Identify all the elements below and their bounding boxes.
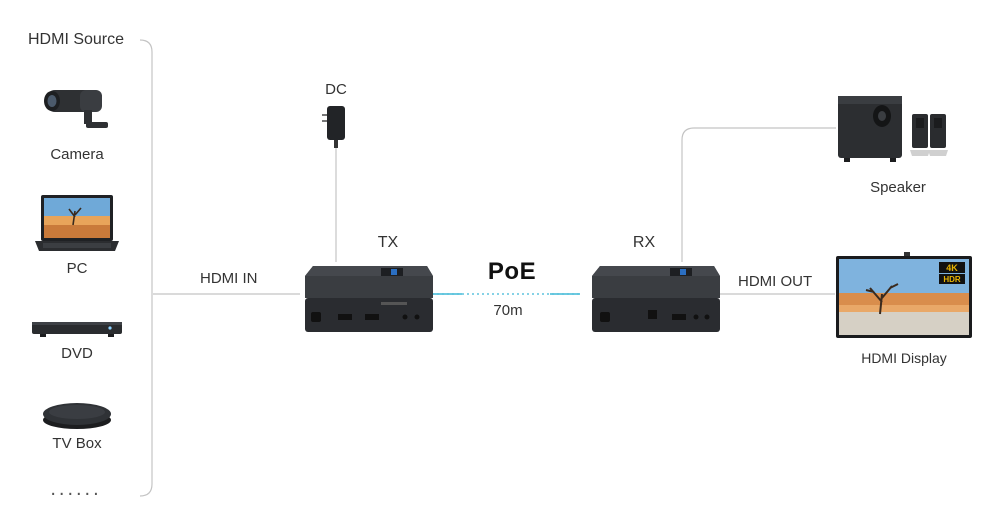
camera-label: Camera [50,146,104,163]
rx-label: RX [632,234,656,251]
source-title: HDMI Source [28,31,125,48]
tx-label: TX [377,234,399,251]
power-adapter-icon [322,104,350,155]
transmitter-box-icon [303,262,435,341]
dvd-player-icon [30,318,124,345]
hdmi-out-label: HDMI OUT [738,273,813,290]
poe-label: PoE [487,258,537,285]
tv-display-icon: 4K HDR [836,252,972,347]
hdmi-in-label: HDMI IN [200,270,258,287]
pc-label: PC [66,260,88,277]
laptop-icon [33,195,121,262]
camera-icon [40,82,112,143]
speaker-set-icon [836,94,960,171]
source-bracket [139,39,153,497]
speaker-line [681,127,836,262]
badge-4k: 4K [946,263,958,273]
receiver-box-icon [590,262,722,341]
tv-box-icon [41,400,113,437]
display-label: HDMI Display [861,350,947,366]
more-sources: ...... [50,478,102,500]
badge-hdr: HDR [943,275,961,284]
dc-label: DC [325,81,347,98]
distance-label: 70m [493,302,523,319]
tv-box-label: TV Box [52,435,102,452]
speaker-label: Speaker [870,179,926,196]
dvd-label: DVD [61,345,93,362]
